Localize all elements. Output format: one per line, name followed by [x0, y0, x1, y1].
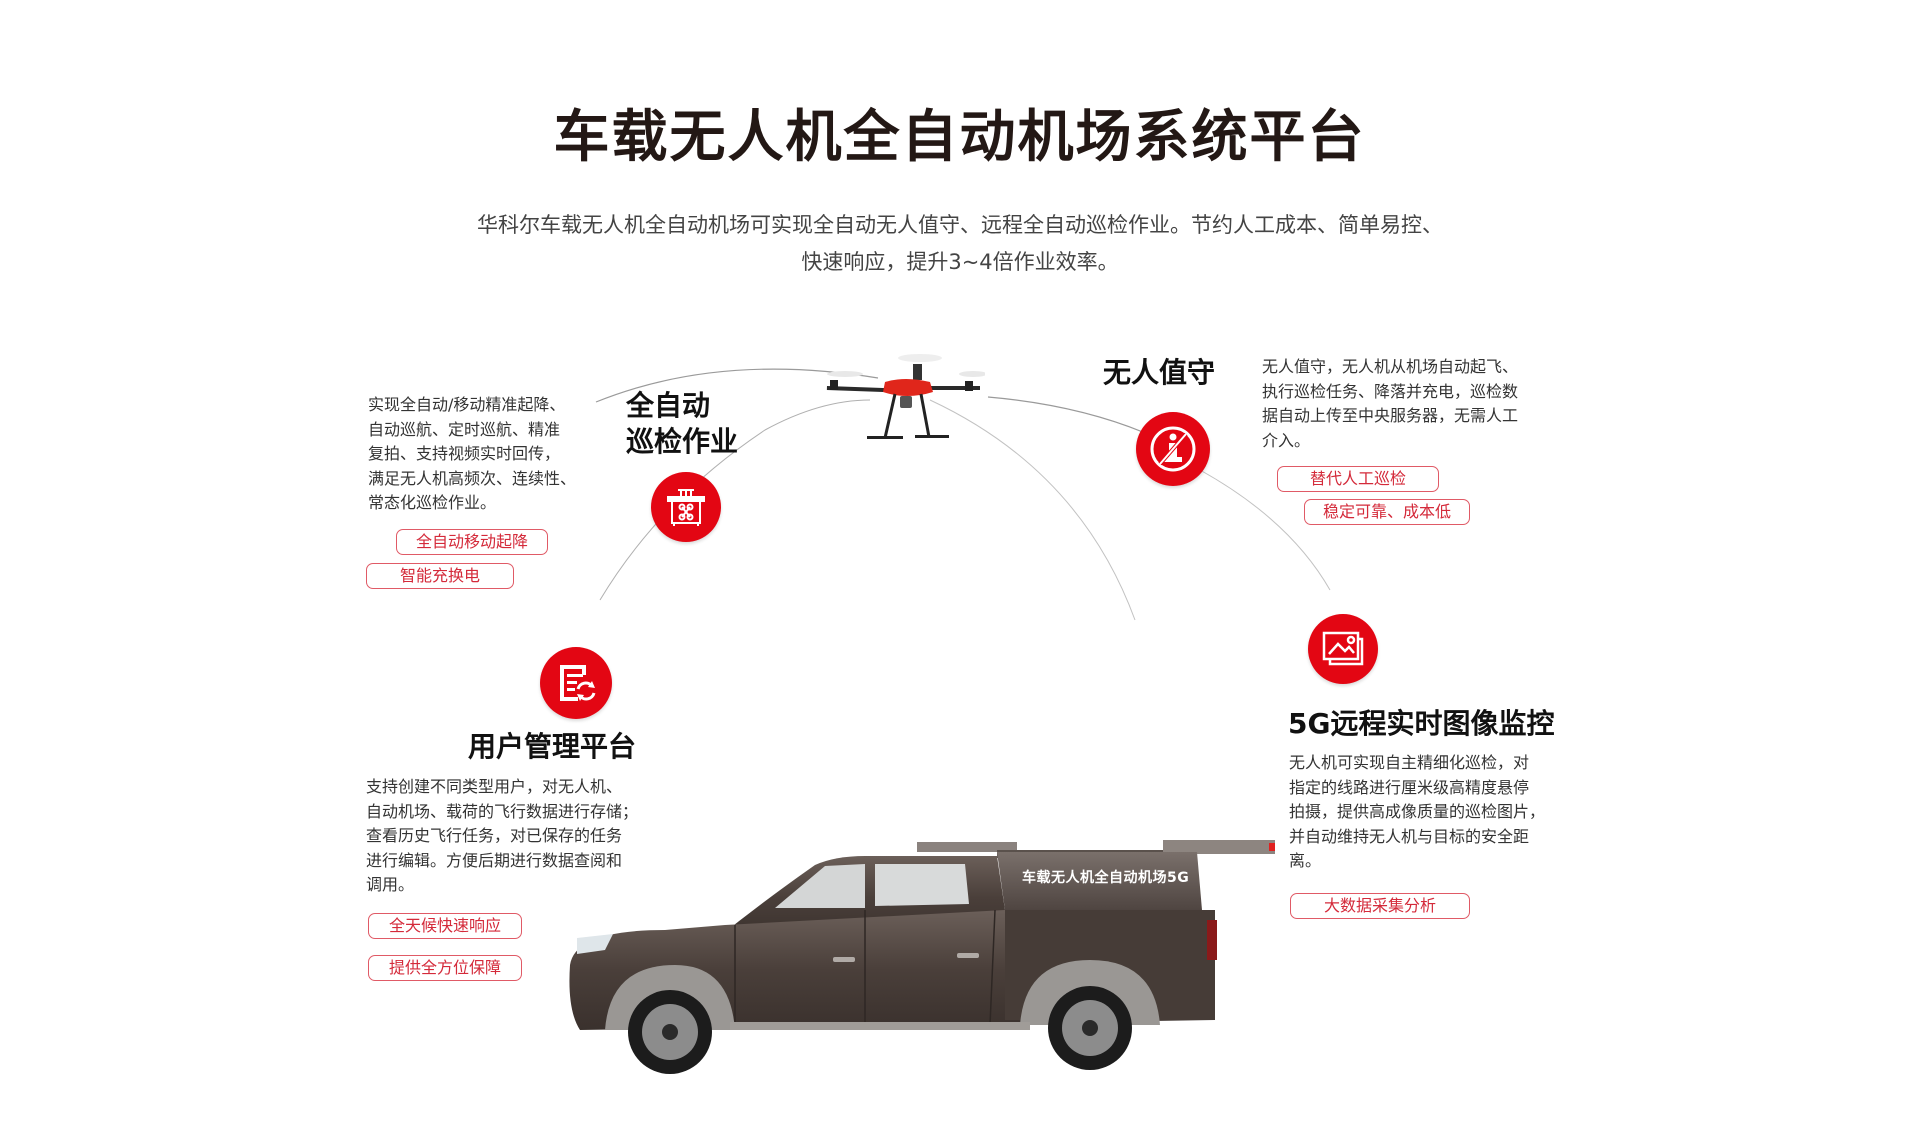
realtime-5g-heading: 5G远程实时图像监控 — [1288, 707, 1555, 740]
unattended-heading: 无人值守 — [1103, 356, 1216, 389]
auto-inspection-description: 实现全自动/移动精准起降、 自动巡航、定时巡航、精准 复拍、支持视频实时回传， … — [368, 393, 576, 516]
subtitle-line-2: 快速响应，提升3~4倍作业效率。 — [801, 250, 1119, 274]
page-subtitle: 华科尔车载无人机全自动机场可实现全自动无人值守、远程全自动巡检作业。节约人工成本… — [400, 207, 1520, 281]
desc-line: 进行编辑。方便后期进行数据查阅和 — [366, 850, 623, 870]
desc-line: 据自动上传至中央服务器，无需人工 — [1262, 406, 1519, 425]
desc-line: 无人值守，无人机从机场自动起飞、 — [1262, 357, 1519, 376]
desc-line: 复拍、支持视频实时回传， — [368, 444, 561, 463]
tag-auto-mobile-takeoff-landing: 全自动移动起降 — [396, 529, 548, 555]
drone-hangar-icon — [651, 472, 721, 542]
page-title: 车载无人机全自动机场系统平台 — [553, 105, 1366, 170]
auto-inspection-heading: 全自动 巡检作业 — [626, 388, 738, 460]
tag-big-data-analysis: 大数据采集分析 — [1290, 893, 1470, 919]
desc-line: 无人机可实现自主精细化巡检，对 — [1289, 753, 1530, 772]
heading-line: 巡检作业 — [626, 425, 739, 458]
tag-reliable-low-cost: 稳定可靠、成本低 — [1304, 499, 1470, 525]
desc-line: 并自动维持无人机与目标的安全距 — [1289, 826, 1530, 846]
tag-all-weather-response: 全天候快速响应 — [368, 913, 522, 939]
heading-line: 全自动 — [626, 389, 711, 422]
desc-line: 介入。 — [1262, 430, 1311, 450]
document-sync-icon — [540, 647, 612, 719]
desc-line: 常态化巡检作业。 — [368, 493, 497, 512]
tag-smart-battery-swap: 智能充换电 — [366, 563, 514, 589]
desc-line: 自动机场、载荷的飞行数据进行存储； — [366, 801, 639, 821]
image-gallery-icon — [1308, 614, 1378, 684]
desc-line: 指定的线路进行厘米级高精度悬停 — [1289, 777, 1530, 797]
desc-line: 支持创建不同类型用户，对无人机、 — [366, 777, 623, 796]
desc-line: 自动巡航、定时巡航、精准 — [368, 419, 561, 439]
desc-line: 执行巡检任务、降落并充电，巡检数 — [1262, 381, 1519, 401]
user-platform-heading: 用户管理平台 — [468, 730, 637, 763]
drone-image — [826, 354, 985, 439]
vehicle-label: 车载无人机全自动机场5G — [1022, 870, 1190, 886]
vehicle-image — [569, 840, 1275, 1074]
realtime-5g-description: 无人机可实现自主精细化巡检，对 指定的线路进行厘米级高精度悬停 拍摄，提供高成像… — [1289, 751, 1545, 874]
desc-line: 实现全自动/移动精准起降、 — [368, 395, 566, 414]
desc-line: 满足无人机高频次、连续性、 — [368, 468, 577, 488]
desc-line: 调用。 — [366, 875, 415, 894]
desc-line: 离。 — [1289, 851, 1322, 870]
user-platform-description: 支持创建不同类型用户，对无人机、 自动机场、载荷的飞行数据进行存储； 查看历史飞… — [366, 775, 638, 898]
unattended-description: 无人值守，无人机从机场自动起飞、 执行巡检任务、降落并充电，巡检数 据自动上传至… — [1262, 355, 1518, 453]
no-person-icon — [1136, 412, 1210, 486]
tag-replace-manual-inspection: 替代人工巡检 — [1277, 466, 1439, 492]
desc-line: 查看历史飞行任务，对已保存的任务 — [366, 826, 623, 845]
tag-full-protection: 提供全方位保障 — [368, 955, 522, 981]
desc-line: 拍摄，提供高成像质量的巡检图片， — [1289, 802, 1546, 821]
subtitle-line-1: 华科尔车载无人机全自动机场可实现全自动无人值守、远程全自动巡检作业。节约人工成本… — [477, 213, 1443, 237]
